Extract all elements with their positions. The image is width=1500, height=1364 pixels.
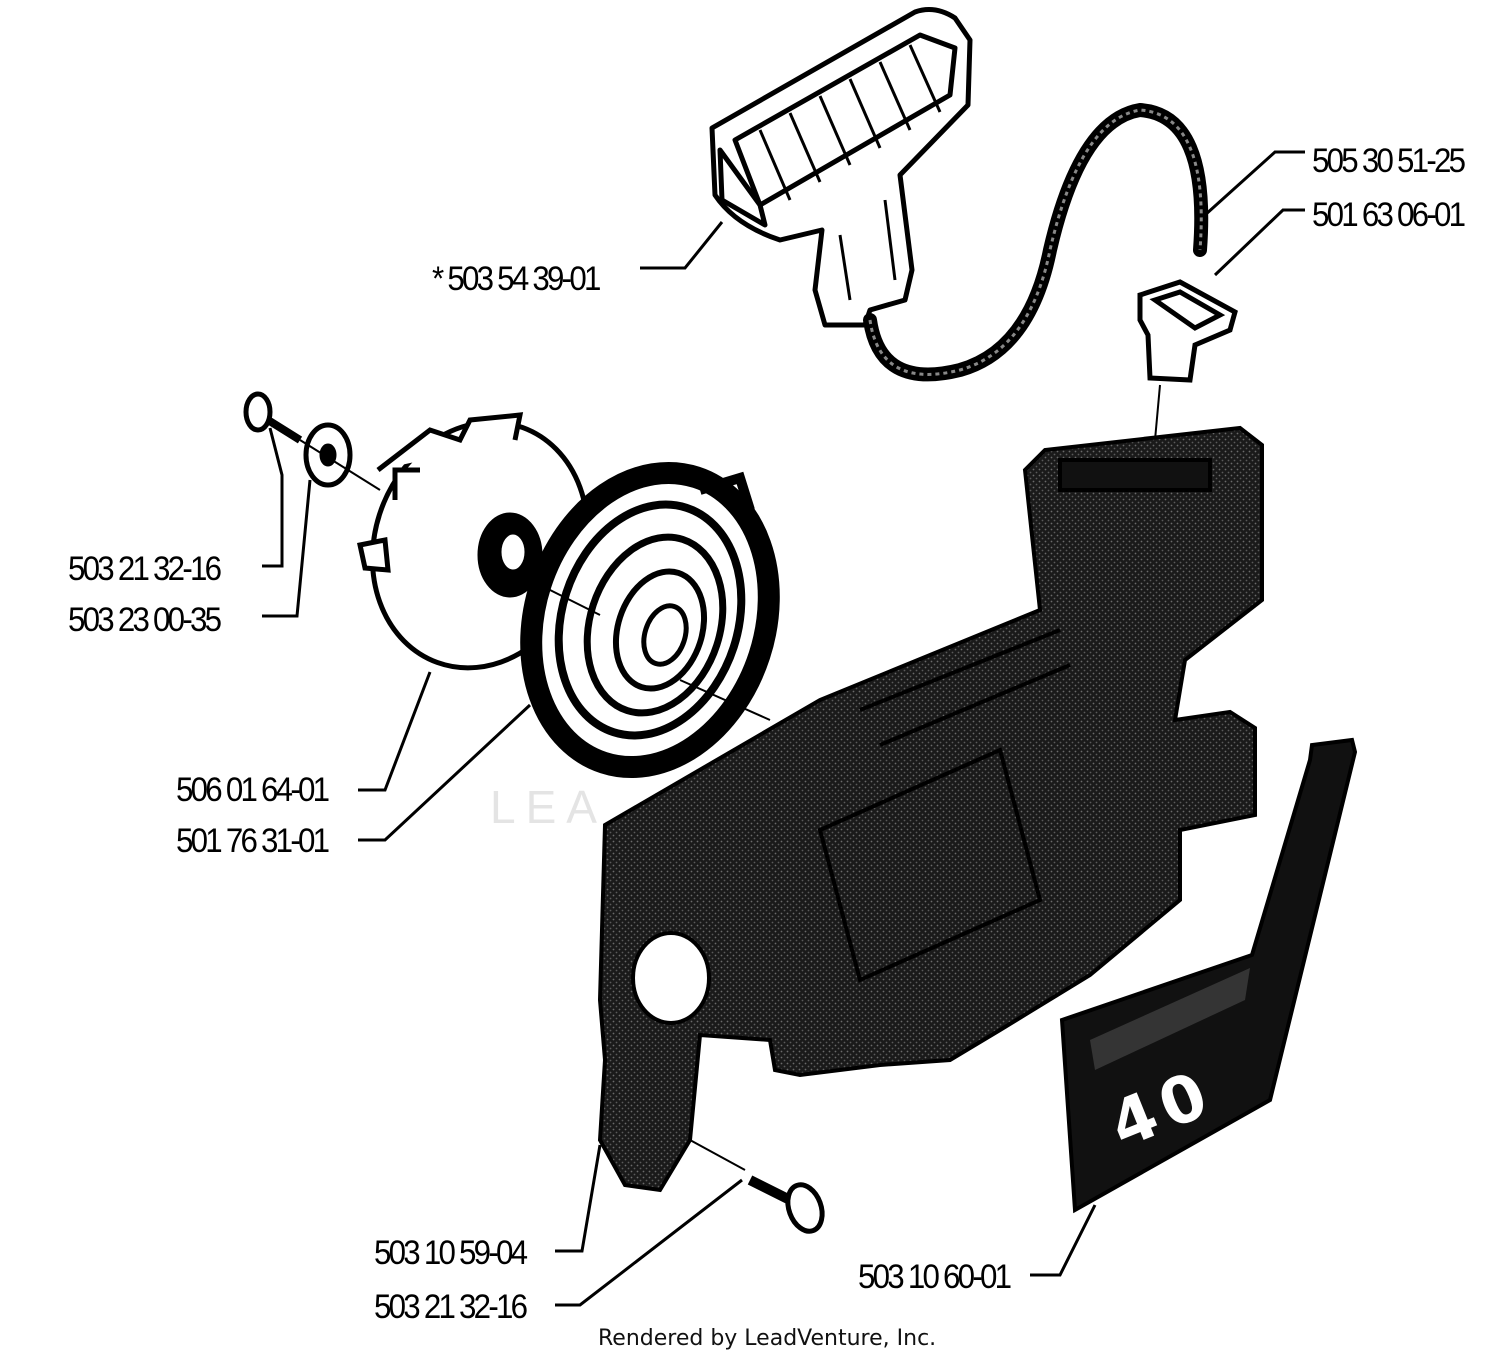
label-recoil-spring: 501 76 31-01	[176, 822, 330, 860]
screw-top-part	[243, 391, 303, 444]
label-grommet: 501 63 06-01	[1312, 196, 1466, 234]
label-starter-pulley: 506 01 64-01	[176, 771, 330, 809]
handle-part	[709, 7, 973, 328]
label-cable: 505 30 51-25	[1312, 142, 1466, 180]
decal-part	[1059, 737, 1358, 1214]
label-screw-bottom: 503 21 32-16	[374, 1288, 528, 1326]
housing-part	[597, 425, 1264, 1193]
screw-bottom-part	[747, 1175, 825, 1234]
watermark: LEA	[490, 781, 607, 833]
grommet-part	[1137, 279, 1238, 383]
label-washer: 503 23 00-35	[68, 601, 222, 639]
footer-credit: Rendered by LeadVenture, Inc.	[598, 1326, 937, 1351]
leader-lines	[262, 150, 1305, 1307]
label-decal: 503 10 60-01	[858, 1258, 1012, 1296]
label-housing: 503 10 59-04	[374, 1234, 528, 1272]
label-handle: * 503 54 39-01	[432, 260, 601, 298]
label-screw-top: 503 21 32-16	[68, 550, 222, 588]
washer-part	[303, 422, 353, 488]
